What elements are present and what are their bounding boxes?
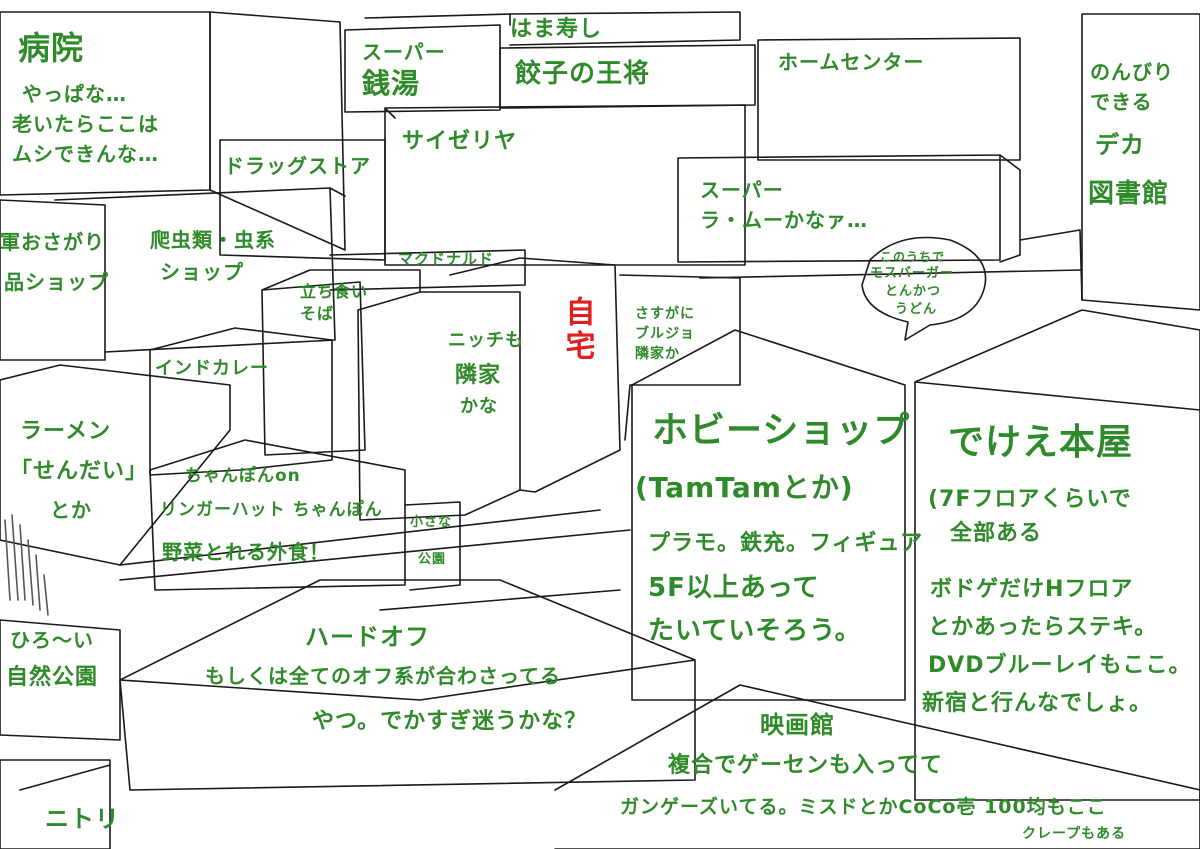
tall-block-behind-hospital bbox=[209, 11, 346, 251]
neighbor-label: ニッチも bbox=[448, 330, 524, 351]
bubble-text: このうちで bbox=[880, 250, 946, 264]
small-park bbox=[404, 501, 461, 591]
hardoff-block bbox=[119, 579, 696, 791]
military-label: 軍おさがり bbox=[0, 230, 105, 254]
trees-scribble bbox=[4, 514, 49, 616]
rich-house-label: 隣家か bbox=[635, 346, 680, 362]
reptile-label: ショップ bbox=[160, 260, 244, 284]
hardoff-note: もしくは全てのオフ系が合わさってる bbox=[205, 664, 561, 688]
gyoza-label: 餃子の王将 bbox=[515, 59, 651, 89]
library-note: デカ bbox=[1095, 131, 1145, 159]
bubble-text: とんかつ bbox=[885, 284, 942, 299]
cinema-label: 映画館 bbox=[760, 711, 835, 739]
nature-park-label: 自然公園 bbox=[6, 665, 99, 690]
road-lines bbox=[119, 269, 1083, 611]
hobby-shop-note: (TamTamとか) bbox=[635, 471, 854, 504]
hardoff-label: ハードオフ bbox=[305, 623, 430, 651]
library-note: のんびり bbox=[1090, 60, 1174, 84]
hobby-shop-note: プラモ。鉄充。フィギュア bbox=[648, 531, 924, 556]
library-label: 図書館 bbox=[1088, 179, 1170, 209]
ringer-hut-note: 野菜とれる外食！ bbox=[162, 540, 330, 564]
ringer-hut-note: ちゃんぽんon bbox=[185, 466, 301, 486]
bookstore-note: 新宿と行んなでしょ。 bbox=[922, 691, 1153, 716]
cinema-note: ガンゲーズいてる。ミスドとかCoCo壱 100均もここ bbox=[620, 796, 1107, 818]
bookstore-note: ボドゲだけHフロア bbox=[930, 577, 1134, 602]
military-label: 品ショップ bbox=[4, 270, 109, 294]
rich-house-label: さすがに bbox=[635, 306, 695, 322]
reptile-label: 爬虫類・虫系 bbox=[150, 228, 276, 252]
standsoba-block bbox=[261, 269, 421, 456]
rich-block bbox=[619, 274, 741, 441]
natural-park bbox=[0, 619, 121, 741]
bubble-text: うどん bbox=[895, 302, 938, 317]
cinema-note: 複合でゲーセンも入ってて bbox=[668, 753, 943, 778]
lamu-block bbox=[677, 154, 1083, 301]
saizeriya-label: サイゼリヤ bbox=[402, 129, 518, 154]
hobby-shop-note: 5F以上あって bbox=[648, 573, 820, 603]
ramen-label: ラーメン bbox=[20, 419, 112, 444]
cinema-note: クレープもある bbox=[1022, 826, 1127, 842]
bookstore-note: とかあったらステキ。 bbox=[928, 615, 1158, 640]
small-park-label: 小さな bbox=[410, 515, 453, 530]
rich-house-label: ブルジョ bbox=[635, 326, 695, 342]
lamu-label: スーパー bbox=[700, 178, 784, 202]
ramen-label: 「せんだい」 bbox=[10, 459, 149, 484]
hospital-note: やっぱな… bbox=[22, 82, 127, 106]
home-block bbox=[449, 257, 621, 493]
ramen-block bbox=[0, 364, 231, 566]
hospital-note: ムシできんな… bbox=[12, 142, 159, 166]
lamu-label: ラ・ムーかなァ… bbox=[700, 208, 868, 232]
nitori-block bbox=[0, 759, 111, 849]
bookstore-block bbox=[914, 309, 1200, 801]
bathhouse-label: 銭湯 bbox=[362, 67, 421, 100]
mcdonalds-label: マクドナルド bbox=[398, 250, 495, 268]
hardoff-note: やつ。でかすぎ迷うかな？ bbox=[312, 709, 588, 734]
bookstore-note: DVDブルーレイもここ。 bbox=[928, 653, 1192, 678]
standsoba-label: そば bbox=[300, 304, 335, 323]
curry-label: インドカレー bbox=[155, 358, 269, 379]
ramen-label: とか bbox=[50, 498, 92, 522]
library-block bbox=[1081, 13, 1200, 311]
drugstore-label: ドラッグストア bbox=[224, 154, 371, 178]
hamasushi-label: はま寿し bbox=[510, 17, 603, 42]
hobby-block bbox=[631, 329, 906, 701]
homecenter-block bbox=[757, 37, 1021, 161]
bubble-text: モスバーガー bbox=[870, 266, 955, 281]
bookstore-label: でけえ本屋 bbox=[948, 422, 1134, 463]
small-park-label: 公園 bbox=[418, 552, 447, 567]
nature-park-label: ひろ〜い bbox=[10, 628, 94, 652]
neighbor-label: 隣家 bbox=[455, 363, 502, 388]
neighbor-label: かな bbox=[460, 396, 498, 417]
drugstore-block bbox=[219, 139, 386, 261]
hamasushi-block bbox=[509, 11, 741, 46]
gyoza-block bbox=[499, 44, 756, 109]
library-note: できる bbox=[1090, 90, 1153, 114]
reptile-block bbox=[54, 187, 346, 353]
ringer-block bbox=[149, 439, 406, 591]
hobby-shop-note: たいていそろう。 bbox=[648, 616, 862, 646]
military-block bbox=[0, 199, 106, 361]
nitori-label: ニトリ bbox=[45, 805, 120, 833]
cinema-block bbox=[554, 684, 1200, 849]
mcdonalds-block bbox=[329, 249, 526, 291]
hospital-label: 病院 bbox=[18, 29, 85, 67]
ringer-hut-label: リンガーハット ちゃんぽん bbox=[160, 500, 383, 520]
homecenter-label: ホームセンター bbox=[778, 50, 925, 74]
speech-bubble bbox=[861, 236, 987, 341]
hobby-shop-label: ホビーショップ bbox=[652, 410, 911, 451]
standsoba-label: 立ち食い bbox=[300, 282, 369, 301]
bookstore-note: (7Fフロアくらいで bbox=[928, 487, 1132, 512]
home-label: 自宅 bbox=[559, 296, 595, 364]
bookstore-note: 全部ある bbox=[950, 521, 1043, 546]
supermarket-label: スーパー bbox=[362, 40, 446, 64]
hospital-note: 老いたらここは bbox=[12, 112, 159, 136]
